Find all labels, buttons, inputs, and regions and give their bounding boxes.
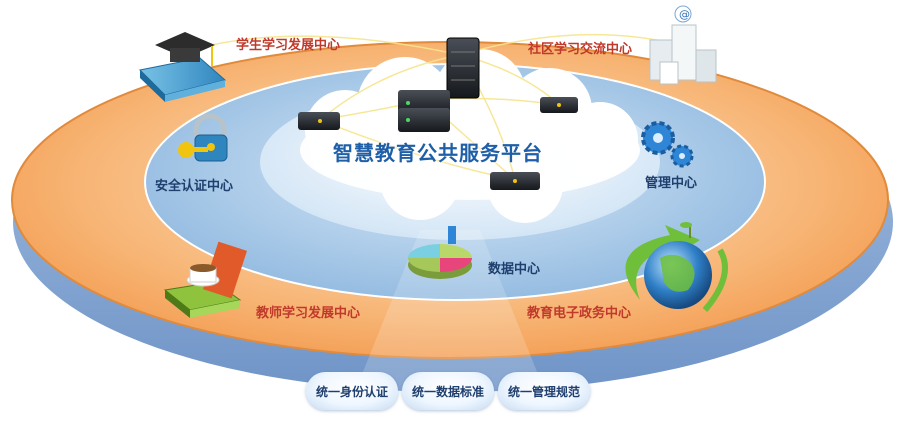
buildings-icon: @ (649, 5, 717, 85)
server-tower-icon (446, 37, 480, 99)
egov-center-label: 教育电子政务中心 (527, 306, 632, 321)
student-center-label: 学生学习发展中心 (236, 38, 341, 53)
lock-key-icon (178, 113, 228, 162)
teacher-center-label: 教师学习发展中心 (256, 306, 361, 321)
community-center-label: 社区学习交流中心 (528, 42, 633, 57)
server-right-icon (540, 97, 578, 113)
server-left-icon (298, 112, 340, 130)
pie-chart-icon (408, 226, 472, 279)
gears-icon (641, 121, 694, 168)
management-center-label: 管理中心 (645, 176, 698, 191)
server-bottom-icon (490, 172, 540, 190)
graduation-cap-icon (138, 32, 227, 102)
svg-text:@: @ (679, 8, 690, 21)
data-center-label: 数据中心 (488, 262, 541, 277)
platform-title: 智慧教育公共服务平台 (333, 141, 543, 165)
standard-management-badge: 统一管理规范 (498, 372, 590, 410)
standard-data-badge: 统一数据标准 (402, 372, 494, 410)
security-center-label: 安全认证中心 (155, 179, 234, 194)
standard-identity-badge: 统一身份认证 (306, 372, 398, 410)
books-cup-icon (163, 241, 247, 318)
server-main-icon (398, 90, 450, 132)
globe-icon (625, 222, 728, 312)
